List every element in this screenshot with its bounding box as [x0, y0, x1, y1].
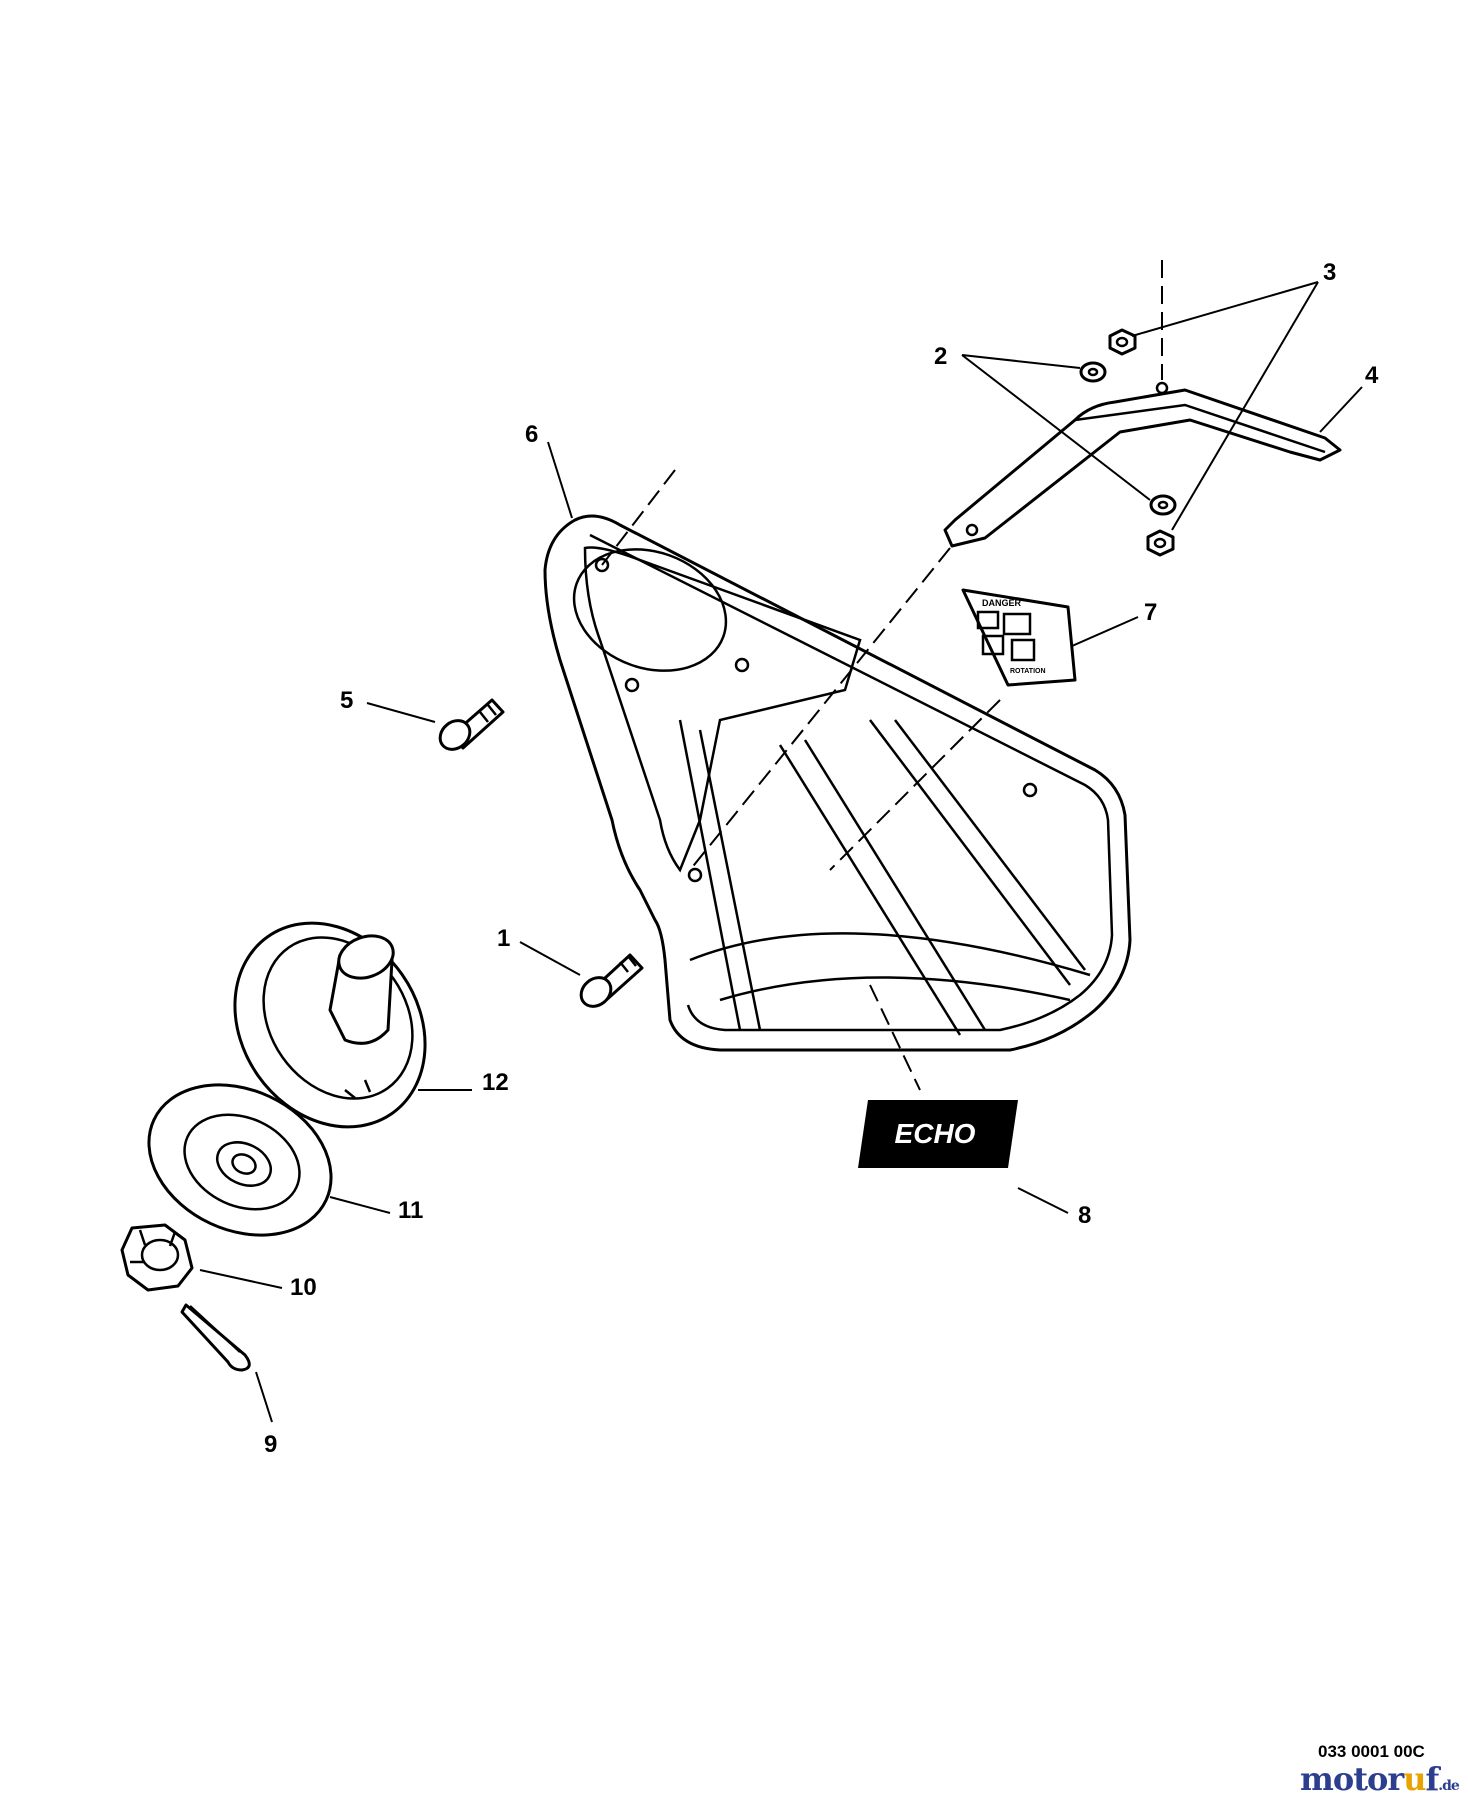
- washer: [1079, 361, 1107, 383]
- assembly-line: [829, 699, 1001, 871]
- drawing-code: 033 0001 00C: [1318, 1742, 1425, 1761]
- assembly-line: [601, 469, 676, 566]
- danger-label-rotation: ROTATION: [1010, 668, 1046, 675]
- nut: [1146, 529, 1175, 557]
- watermark-text-end: f: [1425, 1760, 1439, 1798]
- cup-washer: [147, 1083, 333, 1237]
- callout-2: 2: [934, 343, 947, 370]
- callout-5: 5: [340, 687, 353, 714]
- castle-nut: [120, 1223, 194, 1292]
- danger-label: DANGER ROTATION: [961, 588, 1077, 687]
- callout-7: 7: [1144, 599, 1157, 626]
- bolt: [438, 698, 505, 751]
- washer: [1149, 494, 1177, 516]
- callout-9: 9: [264, 1431, 277, 1458]
- echo-decal: ECHO: [858, 1100, 1018, 1168]
- bracket: [943, 381, 1342, 548]
- watermark-tld: .de: [1438, 1778, 1460, 1794]
- watermark-logo: motoruf.de: [1300, 1760, 1460, 1798]
- danger-label-title: DANGER: [982, 598, 1022, 608]
- bolt: [579, 953, 644, 1008]
- callout-4: 4: [1365, 362, 1379, 389]
- echo-decal-text: ECHO: [895, 1118, 976, 1149]
- callout-6: 6: [525, 421, 538, 448]
- callout-11: 11: [398, 1197, 423, 1224]
- callout-10: 10: [290, 1274, 317, 1301]
- watermark-text-main: motor: [1300, 1760, 1404, 1798]
- hub-assembly: [233, 921, 427, 1129]
- callout-3: 3: [1323, 259, 1336, 286]
- callout-8: 8: [1078, 1202, 1091, 1229]
- leader-lines: [199, 281, 1363, 1423]
- assembly-line: [869, 984, 921, 1091]
- callout-12: 12: [482, 1069, 509, 1096]
- cotter-pin: [180, 1303, 251, 1372]
- nut: [1108, 328, 1137, 356]
- watermark-text-accent: u: [1403, 1760, 1426, 1798]
- debris-shield: [543, 514, 1132, 1052]
- callout-1: 1: [497, 925, 510, 952]
- assembly-line: [689, 547, 951, 871]
